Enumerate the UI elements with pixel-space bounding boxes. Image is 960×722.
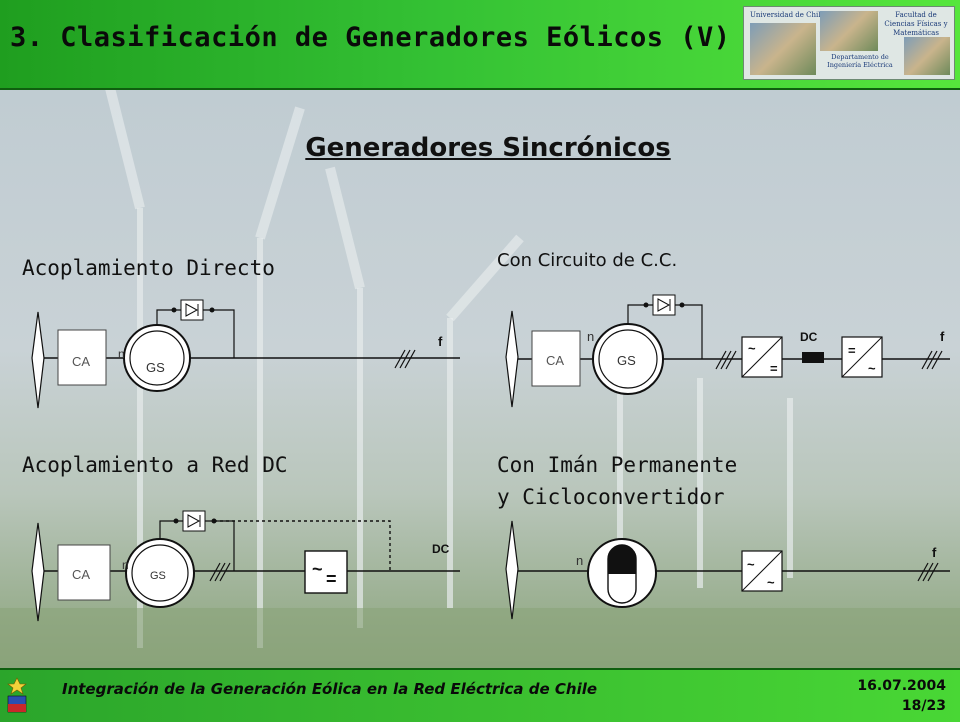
cyclo-output-symbol: ~ [767,575,775,590]
grid-f-label: f [932,545,937,560]
gs-label: GS [146,360,165,375]
speed-n-label: n [576,553,583,568]
university-crest-icon [7,677,27,713]
ca-box [57,544,111,601]
label-circuito-cc: Con Circuito de C.C. [497,250,678,271]
diagram-circuito-cc: CA GS n ~ = DC = ~ f [505,294,950,408]
footer-presentation-title: Integración de la Generación Eólica en l… [62,680,598,698]
speed-n-label: n [587,329,594,344]
converter-ac-symbol: ~ [312,559,323,579]
footer-page-number: 18/23 [901,698,946,714]
logo-photo-center [820,11,878,51]
dc-label: DC [800,330,818,344]
section-subtitle: Generadores Sincrónicos [305,133,671,163]
header-bar: 3. Clasificación de Generadores Eólicos … [0,0,960,90]
inverter-dc-symbol: = [848,343,856,358]
converter-dc-symbol: = [326,569,337,589]
rectifier-dc-symbol: = [770,361,778,376]
grid-f-label: f [940,329,945,344]
dc-feedback-dotted-line [214,520,391,571]
converter-box [304,550,348,594]
rectifier-ac-symbol: ~ [748,341,756,356]
logo-faculty-text: Facultad de Ciencias Físicas y Matemátic… [884,11,948,37]
ca-box [57,329,107,386]
dc-link-capacitor [802,352,824,363]
exciter-diode-icon [182,510,206,532]
footer-date: 16.07.2004 [857,678,946,694]
gs-label: GS [617,353,636,368]
diagram-iman-permanente: n ~ ~ f [505,520,950,620]
three-phase-marker-icon [917,562,939,582]
three-phase-marker-icon [921,350,943,370]
diagram-acoplamiento-directo: CA GS n f [31,299,460,409]
exciter-diode-icon [652,294,676,316]
label-iman-line2: y Cicloconvertidor [497,485,725,509]
speed-n-label: n [118,347,125,361]
ca-label: CA [546,353,564,368]
turbine-blade-icon [505,310,519,408]
cyclo-input-symbol: ~ [747,557,755,572]
logo-photo-left [750,23,816,75]
university-logo: Universidad de Chile Facultad de Ciencia… [743,6,955,80]
inverter-ac-symbol: ~ [868,361,876,376]
dc-label: DC [432,542,450,556]
label-iman-line1: Con Imán Permanente [497,453,738,477]
page-title: 3. Clasificación de Generadores Eólicos … [10,22,731,53]
exciter-diode-icon [180,299,204,321]
gs-label: GS [150,570,166,582]
turbine-blade-icon [31,311,45,409]
logo-photo-right [904,37,950,75]
diagram-red-dc: CA GS n ~ = DC [31,510,460,622]
three-phase-marker-icon [209,562,231,582]
wind-turbines-background [0,86,960,668]
label-acoplamiento-directo: Acoplamiento Directo [22,256,275,280]
logo-department-text: Departamento de Ingeniería Eléctrica [827,53,893,69]
turbine-blade-icon [505,520,519,620]
ca-box [531,330,581,387]
grid-f-label: f [438,334,443,349]
three-phase-marker-icon [394,349,416,369]
footer-bar: Integración de la Generación Eólica en l… [0,668,960,722]
ca-label: CA [72,354,90,369]
speed-n-label: n [122,558,129,572]
logo-university-text: Universidad de Chile [750,11,825,19]
label-red-dc: Acoplamiento a Red DC [22,453,288,477]
ca-label: CA [72,567,90,582]
three-phase-marker-icon [715,350,737,370]
turbine-blade-icon [31,522,45,622]
